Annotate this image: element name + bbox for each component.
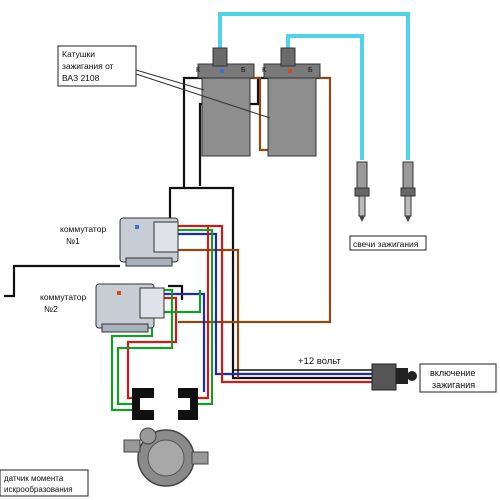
wire-green-comm2 <box>116 288 174 406</box>
wire-brown-coil2-b <box>178 76 332 324</box>
coil2-b-label: Б <box>308 67 313 74</box>
wire-red-comm2 <box>126 296 178 400</box>
coil1-b-label: Б <box>241 67 246 74</box>
plug-tip <box>359 216 365 222</box>
sensor-connector-left <box>132 388 154 420</box>
blue-wires <box>164 232 372 392</box>
commutator-1-label-line1: коммутатор <box>60 224 106 234</box>
coil-indicator <box>220 69 224 73</box>
distributor-top <box>139 427 157 445</box>
commutator-2 <box>95 283 165 333</box>
coil2-k-label: К <box>262 67 267 74</box>
plug-insulator <box>356 161 368 189</box>
ignition-label-box <box>419 363 497 393</box>
hv-lead-coil2 <box>286 34 364 160</box>
wire-green-loop <box>110 290 202 412</box>
commutator-2-label-line2: №2 <box>44 304 58 314</box>
coils-label-box <box>57 45 137 87</box>
wire-green-comm1 <box>178 228 214 406</box>
spark-plug-1 <box>354 161 370 222</box>
ignition-label-line2: зажигания <box>432 380 475 390</box>
coils-label-line2: зажигания от <box>62 61 114 71</box>
coil-body <box>201 67 251 157</box>
high-voltage-leads <box>218 12 410 160</box>
plug-thread <box>358 195 366 217</box>
module-indicator <box>135 225 139 229</box>
ignition-coil-2 <box>263 47 321 157</box>
coils-pointer-2 <box>135 73 271 119</box>
distributor-ear-right <box>191 451 209 465</box>
green-wires <box>110 228 214 412</box>
sensor-label-line2: искрообразования <box>4 485 73 494</box>
spark-plugs-label-box <box>349 235 427 251</box>
module-tab <box>125 257 173 267</box>
spark-plugs-label: свечи зажигания <box>353 239 419 249</box>
distributor-ear-left <box>123 439 141 453</box>
commutator-1 <box>119 217 179 267</box>
distributor-sensor <box>123 427 209 487</box>
commutator-2-label-line1: коммутатор <box>40 292 86 302</box>
module-connector <box>139 287 165 319</box>
hv-lead-coil1 <box>218 12 410 160</box>
wire-red-right <box>196 226 210 400</box>
sensor-label-line1: датчик момента <box>4 474 64 483</box>
black-wires <box>4 76 372 380</box>
switch-body <box>371 363 397 391</box>
switch-key-head <box>407 371 417 381</box>
coil-indicator <box>288 69 292 73</box>
distributor-cap <box>147 439 185 477</box>
coil-tower <box>280 47 296 67</box>
ignition-coil-1 <box>197 47 255 157</box>
module-tab <box>101 323 149 333</box>
wire-black-ground <box>4 264 120 298</box>
coil-tower <box>212 47 228 67</box>
coil1-k-label: К <box>196 67 201 74</box>
module-indicator <box>117 291 121 295</box>
sensor-connector-right <box>178 388 198 420</box>
red-wires <box>126 224 378 400</box>
wire-black-coil2-k <box>198 76 270 186</box>
module-connector <box>153 221 179 253</box>
wire-brown-comm1 <box>176 248 240 378</box>
plug-hex <box>354 187 370 197</box>
plug-tip <box>405 216 411 222</box>
plug-insulator <box>402 161 414 189</box>
voltage-label: +12 вольт <box>298 356 342 367</box>
wire-black-coil1-k <box>168 76 203 228</box>
spark-plug-2 <box>400 161 416 222</box>
switch-key <box>396 368 408 384</box>
plug-hex <box>400 187 416 197</box>
wire-black-bridge <box>184 186 372 380</box>
wire-black-comm2 <box>168 284 184 300</box>
commutator-1-label-line2: №1 <box>66 236 80 246</box>
ignition-label-line1: включение <box>430 368 475 378</box>
coils-label-line3: ВАЗ 2108 <box>62 73 100 83</box>
sensor-label-box <box>0 469 89 497</box>
coil-body <box>267 67 317 157</box>
wire-blue-comm2 <box>164 292 206 392</box>
plug-thread <box>404 195 412 217</box>
wire-blue-main <box>178 232 372 376</box>
coils-label-line1: Катушки <box>62 49 95 59</box>
ignition-switch <box>371 363 417 391</box>
coils-pointer-1 <box>135 69 205 91</box>
wire-red-comm1 <box>178 224 378 384</box>
